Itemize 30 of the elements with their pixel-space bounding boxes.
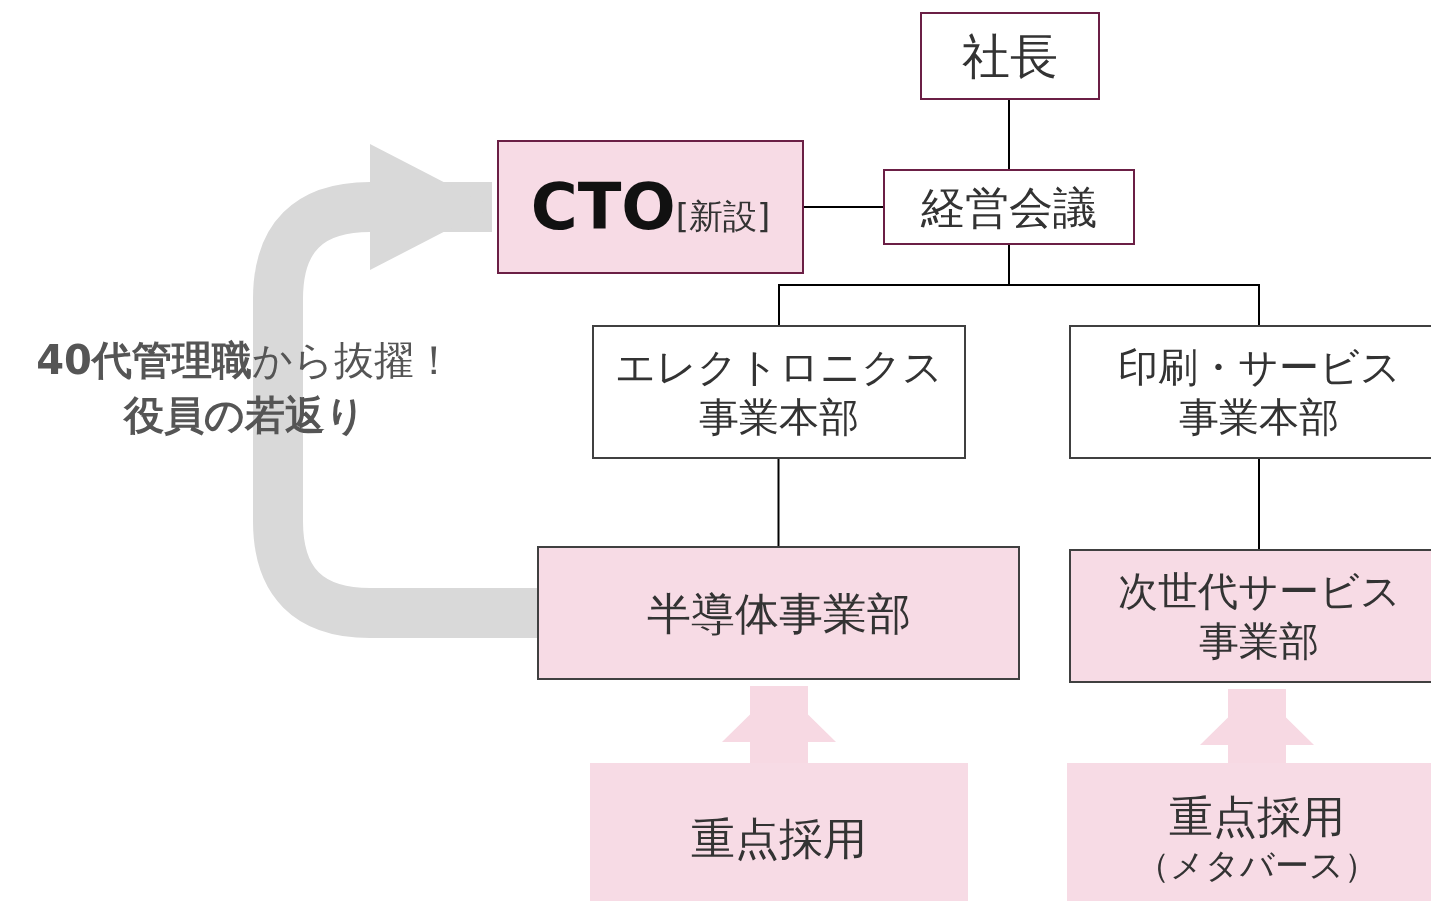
block-arrow bbox=[1200, 689, 1314, 763]
box-title: 重点採用 bbox=[1169, 790, 1345, 845]
hiring-box bbox=[1067, 763, 1431, 901]
connector-line bbox=[803, 206, 884, 208]
connector-line bbox=[777, 458, 780, 547]
block-arrow bbox=[253, 144, 537, 638]
hiring-box bbox=[590, 763, 968, 901]
block-arrow bbox=[722, 686, 836, 763]
connector-line bbox=[1008, 244, 1260, 326]
box-title: 半導体事業部 bbox=[646, 586, 911, 641]
box-title: 印刷・サービス事業本部 bbox=[1116, 343, 1402, 442]
org-box bbox=[883, 169, 1135, 245]
box-note: （メタバース） bbox=[1136, 844, 1378, 887]
box-title: 社長 bbox=[962, 27, 1058, 86]
connector-line bbox=[1008, 99, 1010, 170]
callout-text: 役員の若返り bbox=[124, 391, 366, 440]
box-title: 重点採用 bbox=[691, 811, 867, 866]
callout-text: 40代管理職から抜擢！ bbox=[36, 336, 454, 385]
box-note: [新設] bbox=[675, 194, 771, 238]
connector-line bbox=[1258, 458, 1260, 550]
box-title: CTO bbox=[530, 169, 676, 246]
org-box bbox=[1069, 549, 1431, 683]
org-box bbox=[1069, 325, 1431, 459]
org-box bbox=[497, 140, 804, 274]
org-box bbox=[592, 325, 966, 459]
box-title: エレクトロニクス事業本部 bbox=[614, 343, 944, 442]
box-title: 経営会議 bbox=[921, 180, 1097, 235]
org-box bbox=[920, 12, 1100, 100]
org-box bbox=[537, 546, 1020, 680]
box-title: 次世代サービス事業部 bbox=[1116, 567, 1402, 666]
